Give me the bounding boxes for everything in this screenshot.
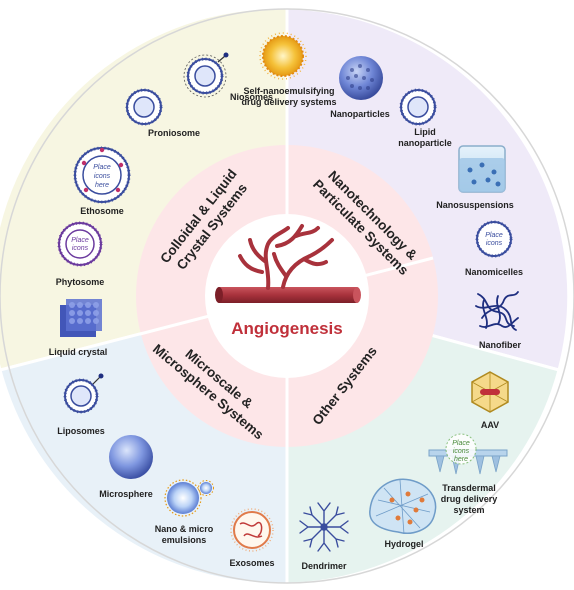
liquid-crystal-icon bbox=[60, 299, 102, 337]
ethosome-placeholder-1: Place bbox=[93, 164, 111, 171]
niosome-icon bbox=[183, 52, 229, 98]
liposome-icon bbox=[63, 373, 104, 414]
phytosome-label: Phytosome bbox=[56, 277, 105, 287]
self-nanoemulsifying-label-2: drug delivery systems bbox=[241, 97, 336, 107]
liquid-crystal-label: Liquid crystal bbox=[49, 347, 108, 357]
phytosome-placeholder-2: icons bbox=[72, 245, 89, 252]
transdermal-placeholder-2: icons bbox=[453, 448, 470, 455]
exosomes-label: Exosomes bbox=[229, 558, 274, 568]
outer-ring bbox=[0, 8, 574, 584]
nanoparticles-icon bbox=[339, 56, 383, 100]
ethosome-placeholder-2: icons bbox=[94, 173, 111, 180]
nano-micro-emulsions-label-2: emulsions bbox=[162, 535, 207, 545]
transdermal-icon: Place icons here bbox=[428, 433, 508, 475]
blood-vessel-icon bbox=[215, 224, 361, 303]
nanomicelles-placeholder-1: Place bbox=[485, 232, 503, 239]
hydrogel-icon bbox=[369, 478, 437, 535]
transdermal-placeholder-3: here bbox=[454, 456, 468, 463]
ethosome-placeholder-3: here bbox=[95, 182, 109, 189]
lipid-nanoparticle-icon bbox=[399, 88, 437, 126]
dendrimer-label: Dendrimer bbox=[301, 561, 347, 571]
nanosuspensions-label: Nanosuspensions bbox=[436, 200, 514, 210]
aav-icon bbox=[471, 371, 509, 413]
transdermal-placeholder-1: Place bbox=[452, 440, 470, 447]
nanomicelles-placeholder-2: icons bbox=[486, 240, 503, 247]
niosomes-label: Niosomes bbox=[230, 92, 273, 102]
nanomicelles-label: Nanomicelles bbox=[465, 267, 523, 277]
nano-micro-emulsions-icon bbox=[164, 479, 214, 517]
proniosome-icon bbox=[125, 88, 163, 126]
transdermal-label-3: system bbox=[453, 505, 484, 515]
transdermal-label-2: drug delivery bbox=[441, 494, 498, 504]
phytosome-icon: Place icons bbox=[57, 221, 103, 267]
nanofiber-icon bbox=[475, 291, 519, 331]
exosome-icon bbox=[230, 508, 274, 552]
self-nanoemulsifying-icon bbox=[259, 32, 307, 80]
lipid-nanoparticle-label-1: Lipid bbox=[414, 127, 436, 137]
transdermal-label-1: Transdermal bbox=[442, 483, 496, 493]
proniosome-label: Proniosome bbox=[148, 128, 200, 138]
microsphere-label: Microsphere bbox=[99, 489, 153, 499]
liposomes-label: Liposomes bbox=[57, 426, 105, 436]
nano-micro-emulsions-label-1: Nano & micro bbox=[155, 524, 214, 534]
center-title: Angiogenesis bbox=[231, 319, 342, 338]
microsphere-icon bbox=[109, 435, 153, 479]
ethosome-icon: Place icons here bbox=[73, 146, 131, 204]
nanomicelles-icon: Place icons bbox=[475, 220, 513, 258]
nanofiber-label: Nanofiber bbox=[479, 340, 522, 350]
dendrimer-icon bbox=[299, 502, 349, 552]
ethosome-label: Ethosome bbox=[80, 206, 124, 216]
nanosuspensions-icon bbox=[458, 145, 506, 193]
self-nanoemulsifying-label-1: Self-nanoemulsifying bbox=[243, 86, 334, 96]
aav-label: AAV bbox=[481, 420, 499, 430]
phytosome-placeholder-1: Place bbox=[71, 237, 89, 244]
nanoparticles-label: Nanoparticles bbox=[330, 109, 390, 119]
lipid-nanoparticle-label-2: nanoparticle bbox=[398, 138, 452, 148]
hydrogel-label: Hydrogel bbox=[384, 539, 423, 549]
